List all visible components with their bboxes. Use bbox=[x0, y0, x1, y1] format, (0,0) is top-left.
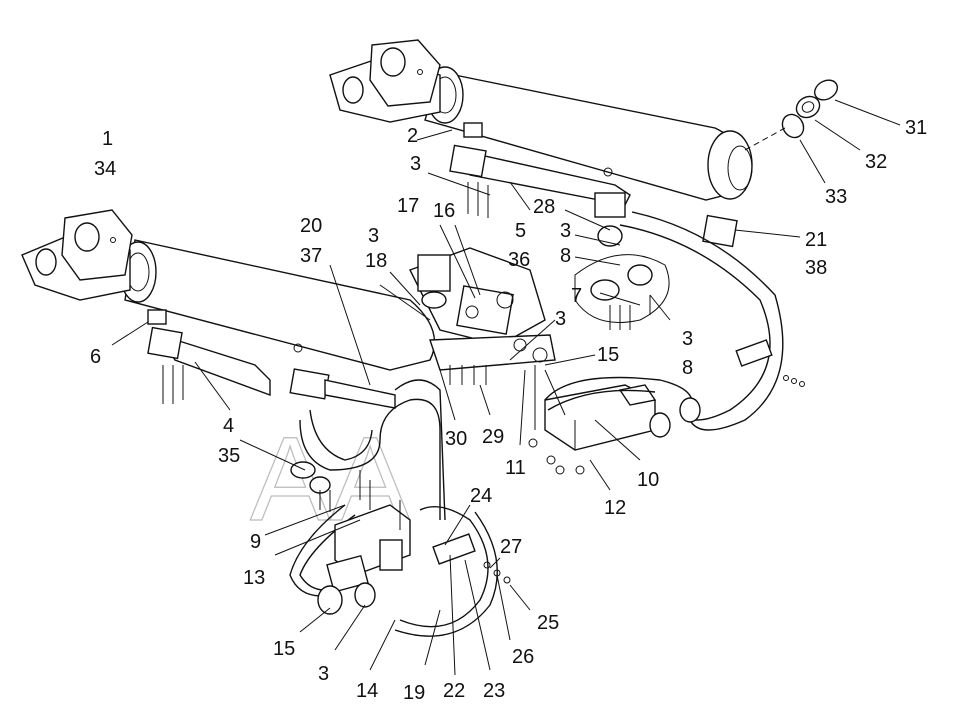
lower-cylinder bbox=[21, 209, 436, 371]
callout-6: 6 bbox=[90, 346, 101, 368]
callout-16: 16 bbox=[433, 200, 455, 222]
callout-22: 22 bbox=[443, 680, 465, 702]
callout-19: 19 bbox=[403, 682, 425, 704]
callout-3: 3 bbox=[410, 153, 421, 175]
callout-12: 12 bbox=[604, 497, 626, 519]
leader-lines bbox=[111, 99, 901, 676]
callout-32: 32 bbox=[865, 151, 887, 173]
callout-3: 3 bbox=[560, 220, 571, 242]
callout-21: 21 bbox=[805, 229, 827, 251]
control-valve bbox=[409, 247, 556, 385]
right-manifold bbox=[528, 365, 657, 475]
callout-25: 25 bbox=[537, 612, 559, 634]
callout-3: 3 bbox=[682, 328, 693, 350]
callout-15: 15 bbox=[273, 638, 295, 660]
seal-rings bbox=[744, 79, 839, 151]
callout-14: 14 bbox=[356, 680, 378, 702]
callout-labels: 1 34 2 3 5 36 28 3 8 21 38 31 32 33 17 1… bbox=[90, 117, 927, 704]
callout-8: 8 bbox=[682, 357, 693, 379]
callout-7: 7 bbox=[571, 285, 582, 307]
callout-11: 11 bbox=[505, 457, 526, 479]
callout-31: 31 bbox=[905, 117, 927, 139]
callout-4: 4 bbox=[223, 415, 234, 437]
callout-37: 37 bbox=[300, 245, 322, 267]
callout-2: 2 bbox=[407, 125, 418, 147]
callout-20: 20 bbox=[300, 215, 322, 237]
callout-33: 33 bbox=[825, 186, 847, 208]
callout-17: 17 bbox=[397, 195, 419, 217]
callout-27: 27 bbox=[500, 536, 522, 558]
right-hoses bbox=[544, 211, 805, 438]
callout-38: 38 bbox=[805, 257, 827, 279]
callout-18: 18 bbox=[365, 250, 387, 272]
callout-34: 34 bbox=[94, 158, 116, 180]
callout-1: 1 bbox=[102, 128, 113, 150]
callout-26: 26 bbox=[512, 646, 534, 668]
callout-28: 28 bbox=[533, 196, 555, 218]
left-hoses bbox=[289, 379, 511, 637]
callout-5: 5 bbox=[515, 220, 526, 242]
callout-9: 9 bbox=[250, 531, 261, 553]
callout-30: 30 bbox=[445, 428, 467, 450]
callout-24: 24 bbox=[470, 485, 492, 507]
callout-23: 23 bbox=[483, 680, 505, 702]
callout-29: 29 bbox=[482, 426, 504, 448]
callout-8: 8 bbox=[560, 245, 571, 267]
upper-mount-bar bbox=[449, 122, 738, 248]
upper-cylinder bbox=[329, 39, 753, 201]
valve-fittings-right bbox=[574, 225, 670, 330]
callout-3: 3 bbox=[555, 308, 566, 330]
callout-36: 36 bbox=[508, 249, 530, 271]
callout-3: 3 bbox=[318, 663, 329, 685]
callout-10: 10 bbox=[637, 469, 659, 491]
callout-15: 15 bbox=[597, 344, 619, 366]
lower-mount-bar bbox=[147, 309, 396, 409]
callout-13: 13 bbox=[243, 567, 265, 589]
callout-35: 35 bbox=[218, 445, 240, 467]
callout-3: 3 bbox=[368, 225, 379, 247]
